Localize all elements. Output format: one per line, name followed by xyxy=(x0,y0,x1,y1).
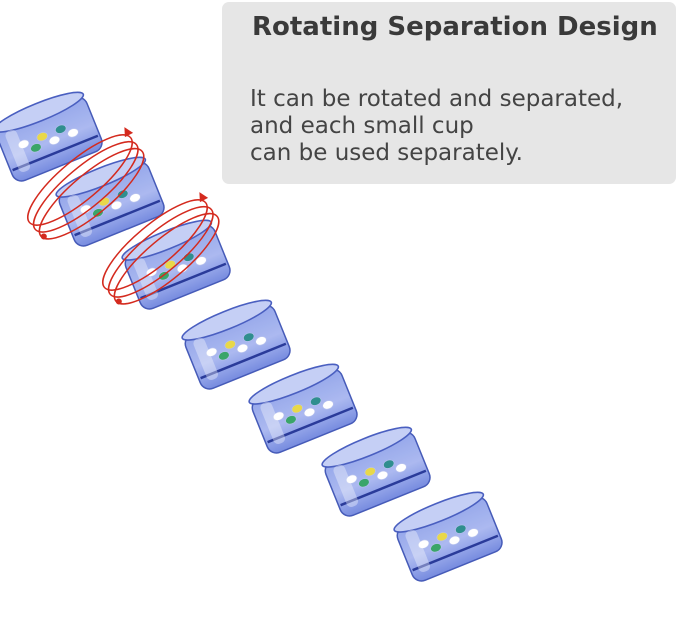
pill-cup xyxy=(181,299,291,390)
info-panel: Rotating Separation Design It can be rot… xyxy=(222,2,676,184)
panel-title: Rotating Separation Design xyxy=(252,12,658,42)
description-line: It can be rotated and separated, xyxy=(250,86,624,112)
rotation-arrows xyxy=(27,127,220,305)
pill-cup xyxy=(0,91,103,182)
pill-cup xyxy=(393,491,503,582)
pill-cup xyxy=(321,426,431,517)
description-line: can be used separately. xyxy=(250,140,523,166)
description-line: and each small cup xyxy=(250,113,474,139)
pill-cup xyxy=(121,219,231,310)
panel-description: It can be rotated and separated, and eac… xyxy=(250,86,623,167)
pill-cup xyxy=(248,363,358,454)
